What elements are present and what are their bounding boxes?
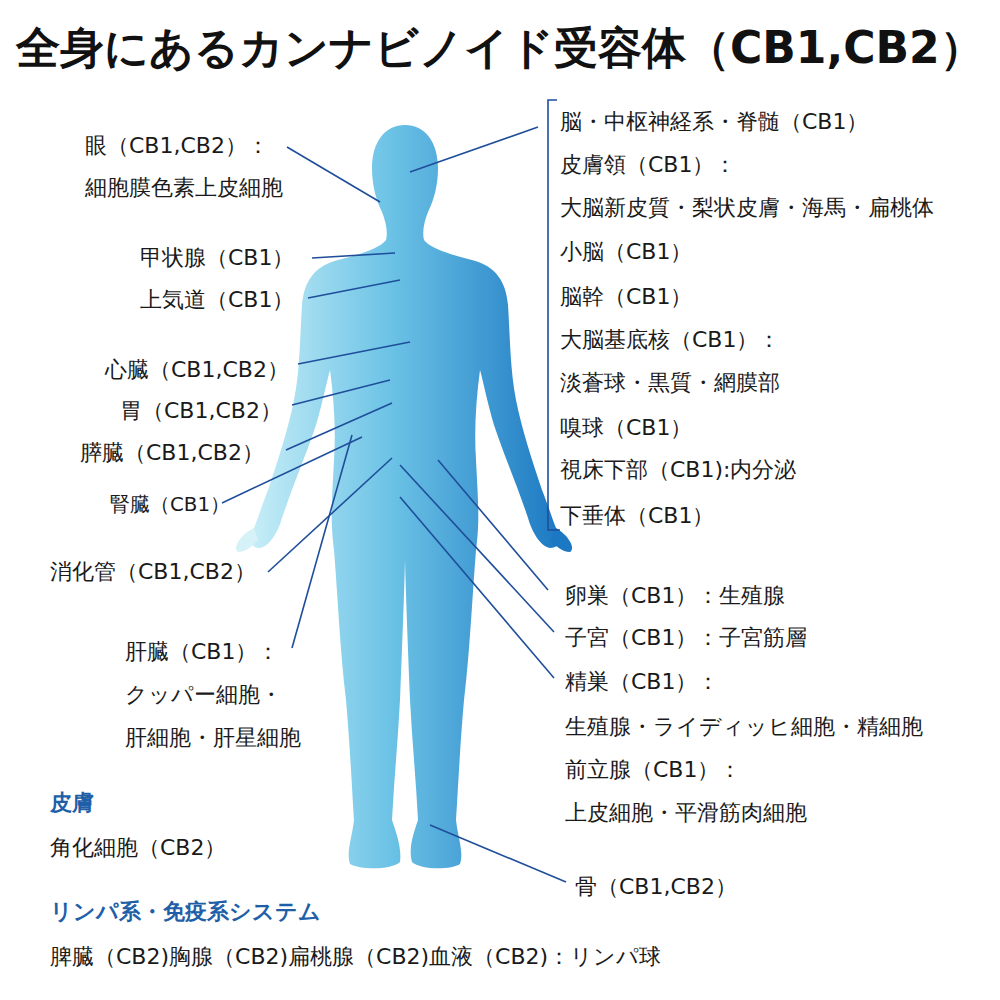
organ-label: 甲状腺（CB1） [140, 245, 294, 271]
leader-line [287, 147, 380, 202]
organ-label: 視床下部（CB1):内分泌 [560, 457, 796, 483]
human-body [250, 125, 561, 868]
organ-label: 大脳基底核（CB1）： [560, 327, 780, 353]
leader-line [400, 497, 554, 678]
leader-lines [222, 127, 566, 882]
section-heading: リンパ系・免疫系システム [50, 899, 321, 925]
organ-label: 皮膚領（CB1）： [560, 152, 736, 178]
title: 全身にあるカンナビノイド受容体（CB1,CB2） [16, 22, 984, 75]
organ-label: 胃（CB1,CB2） [120, 398, 282, 424]
organ-label: クッパー細胞・ [125, 682, 282, 708]
organ-label: 肝細胞・肝星細胞 [125, 725, 301, 751]
organ-label: 骨（CB1,CB2） [575, 874, 737, 900]
hand-left [236, 528, 258, 552]
organ-label: 嗅球（CB1） [560, 415, 692, 441]
leader-line [292, 435, 352, 648]
hand-right [550, 528, 572, 552]
organ-label: 心臓（CB1,CB2） [105, 357, 289, 383]
organ-label: 大脳新皮質・梨状皮膚・海馬・扁桃体 [560, 195, 934, 221]
organ-label: 精巣（CB1）： [565, 669, 719, 695]
leader-line [286, 403, 392, 450]
leader-line [308, 280, 400, 298]
organ-label: 下垂体（CB1） [560, 503, 714, 529]
organ-label: 小脳（CB1） [560, 239, 692, 265]
leader-line [430, 825, 566, 882]
bracket [548, 100, 560, 530]
organ-label: 消化管（CB1,CB2） [50, 559, 256, 585]
organ-label: 子宮（CB1）：子宮筋層 [565, 625, 807, 651]
leader-line [292, 380, 390, 405]
organ-label: 前立腺（CB1）： [565, 757, 741, 783]
leader-line [312, 253, 395, 258]
organ-label: 卵巣（CB1）：生殖腺 [565, 583, 785, 609]
organ-label: 脾臓（CB2)胸腺（CB2)扁桃腺（CB2)血液（CB2)：リンパ球 [50, 944, 661, 970]
leader-line [400, 465, 554, 632]
organ-label: 眼（CB1,CB2）： [85, 133, 269, 159]
organ-label: 膵臓（CB1,CB2） [80, 440, 264, 466]
organ-label: 脳・中枢神経系・脊髄（CB1） [560, 109, 868, 135]
organ-label: 肝臓（CB1）： [125, 639, 279, 665]
section-heading: 皮膚 [50, 790, 94, 816]
organ-label: 生殖腺・ライディッヒ細胞・精細胞 [565, 714, 923, 740]
organ-label: 上皮細胞・平滑筋肉細胞 [565, 800, 807, 826]
organ-label: 細胞膜色素上皮細胞 [85, 175, 283, 201]
organ-label: 淡蒼球・黒質・網膜部 [560, 370, 780, 396]
organ-label: 角化細胞（CB2） [50, 835, 226, 861]
organ-label: 腎臓（CB1） [110, 493, 230, 517]
leader-line [298, 342, 410, 364]
organ-label: 脳幹（CB1） [560, 284, 692, 310]
leader-line [410, 127, 538, 172]
organ-label: 上気道（CB1） [140, 287, 294, 313]
